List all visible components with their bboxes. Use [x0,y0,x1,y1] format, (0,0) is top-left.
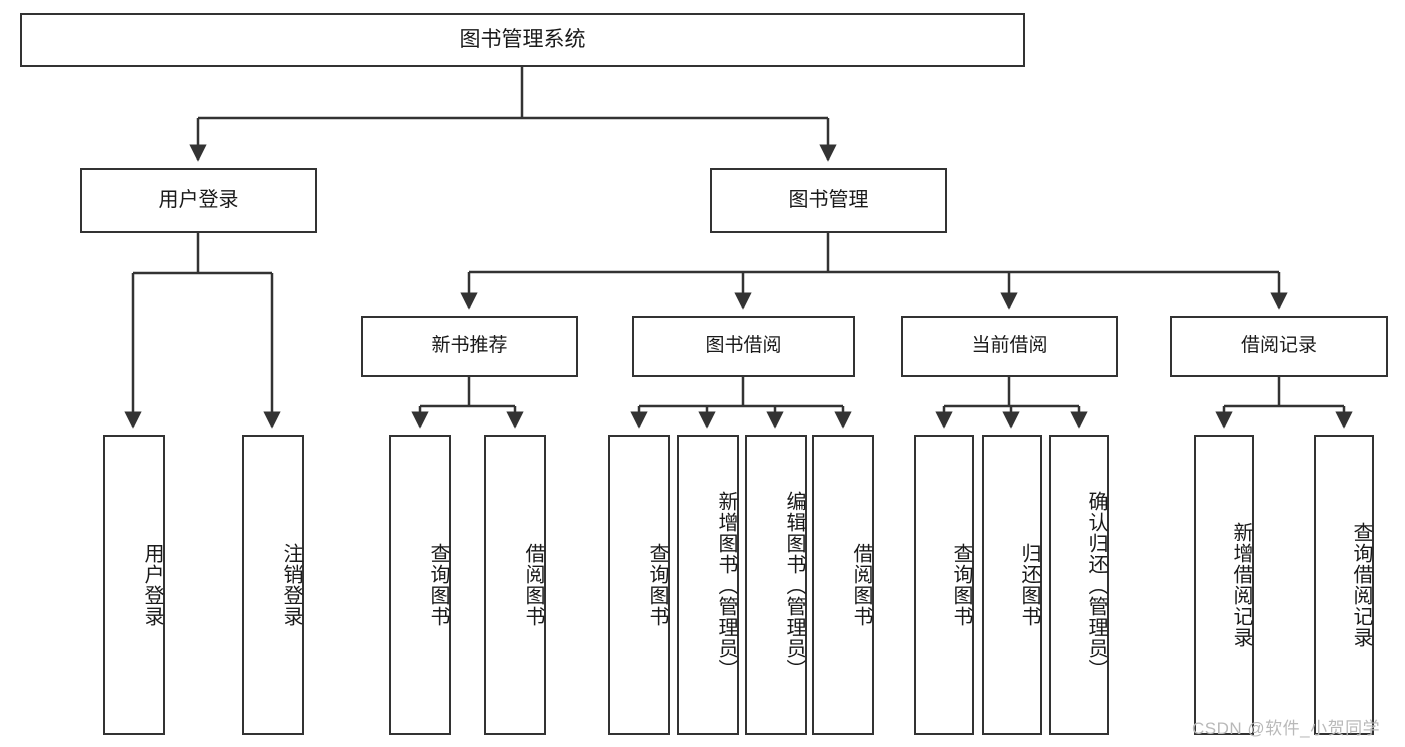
leaf-book-borrow-borrow[interactable]: 借阅图书 [812,435,874,735]
leaf-current-borrow-return[interactable]: 归还图书 [982,435,1042,735]
node-user-login[interactable]: 用户登录 [80,168,317,233]
leaf-book-borrow-edit-admin[interactable]: 编辑图书（管理员） [745,435,807,735]
node-new-book-recommend[interactable]: 新书推荐 [361,316,578,377]
leaf-user-login-login[interactable]: 用户登录 [103,435,165,735]
node-book-management[interactable]: 图书管理 [710,168,947,233]
node-borrow-record[interactable]: 借阅记录 [1170,316,1388,377]
leaf-current-borrow-confirm-admin[interactable]: 确认归还（管理员） [1049,435,1109,735]
node-current-borrow[interactable]: 当前借阅 [901,316,1118,377]
leaf-new-book-query[interactable]: 查询图书 [389,435,451,735]
leaf-borrow-record-query[interactable]: 查询借阅记录 [1314,435,1374,735]
node-book-borrow[interactable]: 图书借阅 [632,316,855,377]
leaf-book-borrow-add-admin[interactable]: 新增图书（管理员） [677,435,739,735]
csdn-watermark: CSDN @软件_小贺同学 [1192,719,1381,738]
leaf-book-borrow-query[interactable]: 查询图书 [608,435,670,735]
node-root-system[interactable]: 图书管理系统 [20,13,1025,67]
leaf-user-login-logout[interactable]: 注销登录 [242,435,304,735]
leaf-borrow-record-add[interactable]: 新增借阅记录 [1194,435,1254,735]
leaf-new-book-borrow[interactable]: 借阅图书 [484,435,546,735]
leaf-current-borrow-query[interactable]: 查询图书 [914,435,974,735]
